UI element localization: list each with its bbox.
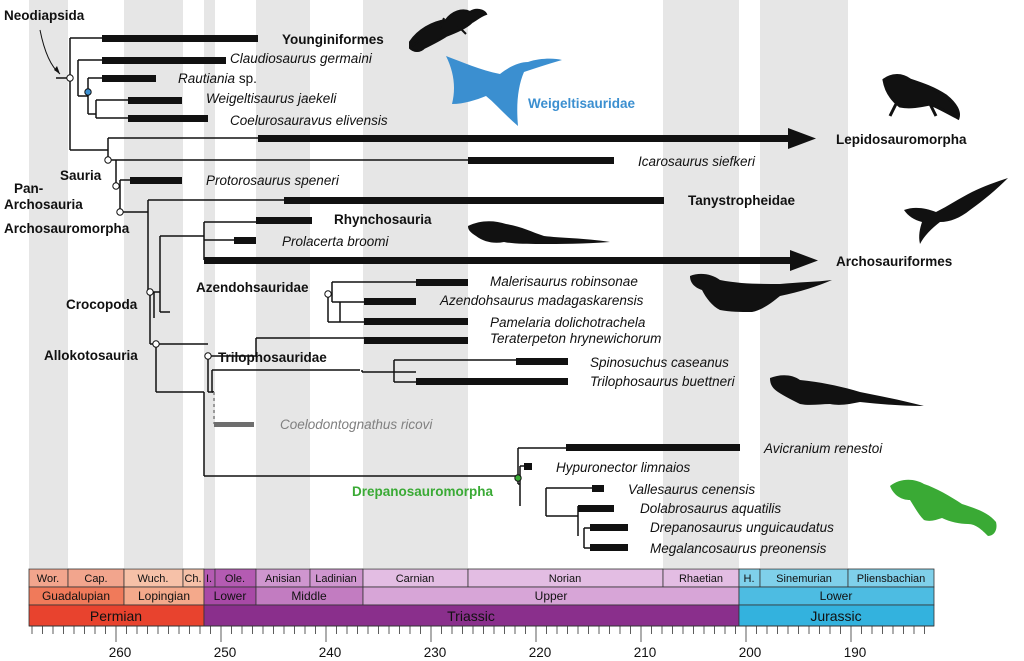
tick-240: 240: [319, 645, 342, 660]
tick-200: 200: [739, 645, 762, 660]
taxon-coelodontognathus: Coelodontognathus ricovi: [280, 417, 433, 432]
taxon-teraterpeton: Teraterpeton hrynewichorum: [490, 331, 661, 346]
trilophosauridae-label: Trilophosauridae: [218, 350, 327, 365]
epoch-lower-jurassic: Lower: [820, 589, 853, 603]
age-wordian: Wor.: [37, 573, 59, 585]
age-capitanian: Cap.: [84, 573, 107, 585]
tick-250: 250: [214, 645, 237, 660]
taxon-claudiosaurus: Claudiosaurus germaini: [230, 51, 373, 66]
epoch-upper-triassic: Upper: [535, 589, 568, 603]
tick-260: 260: [109, 645, 132, 660]
age-anisian: Anisian: [265, 573, 301, 585]
sauria-label: Sauria: [60, 168, 102, 183]
taxon-pamelaria: Pamelaria dolichotrachela: [490, 315, 646, 330]
taxon-prolacerta: Prolacerta broomi: [282, 234, 390, 249]
taxon-coelurosauravus: Coelurosauravus elivensis: [230, 113, 388, 128]
age-pliensbachian: Pliensbachian: [857, 573, 926, 585]
pan-archosauria-label-1: Pan-: [14, 181, 43, 196]
age-sinemurian: Sinemurian: [776, 573, 832, 585]
tick-190: 190: [844, 645, 867, 660]
taxon-younginiformes: Younginiformes: [282, 32, 384, 47]
taxon-vallesaurus: Vallesaurus cenensis: [628, 482, 755, 497]
clade-labels: Neodiapsida Weigeltisauridae Sauria Pan-…: [4, 8, 636, 499]
age-norian: Norian: [549, 573, 581, 585]
weigeltisauridae-label: Weigeltisauridae: [528, 96, 636, 111]
taxon-archosauriformes: Archosauriformes: [836, 254, 952, 269]
timescale-labels: Wor. Cap. Wuch. Ch. I. Ole. Anisian Ladi…: [37, 573, 925, 624]
taxon-drepanosaurus: Drepanosaurus unguicaudatus: [650, 520, 834, 535]
taxon-tanystropheidae: Tanystropheidae: [688, 193, 796, 208]
taxon-weigeltisaurus: Weigeltisaurus jaekeli: [206, 91, 337, 106]
age-changhsingian: Ch.: [184, 573, 201, 585]
allokotosauria-label: Allokotosauria: [44, 348, 138, 363]
azendohsauridae-label: Azendohsauridae: [196, 280, 309, 295]
epoch-middle-triassic: Middle: [291, 589, 327, 603]
taxon-lepidosauromorpha: Lepidosauromorpha: [836, 132, 967, 147]
neodiapsida-label: Neodiapsida: [4, 8, 85, 23]
taxon-spinosuchus: Spinosuchus caseanus: [590, 355, 729, 370]
taxon-dolabrosaurus: Dolabrosaurus aquatilis: [640, 501, 781, 516]
drepanosaur-silhouette: [890, 479, 997, 536]
period-jurassic: Jurassic: [810, 608, 861, 624]
taxon-protorosaurus: Protorosaurus speneri: [206, 173, 340, 188]
period-triassic: Triassic: [447, 608, 495, 624]
geologic-timescale: [28, 568, 935, 627]
silhouettes: [409, 8, 1008, 536]
trilophosaur-silhouette: [770, 375, 924, 406]
weigeltisaur-silhouette: [446, 56, 562, 126]
epoch-lopingian: Lopingian: [138, 589, 190, 603]
epoch-lower-triassic: Lower: [214, 589, 247, 603]
age-hettangian: H.: [744, 573, 755, 585]
drepanosauromorpha-label: Drepanosauromorpha: [352, 484, 494, 499]
taxon-trilophosaurus: Trilophosaurus buettneri: [590, 374, 736, 389]
taxon-hypuronector: Hypuronector limnaios: [556, 460, 691, 475]
age-carnian: Carnian: [396, 573, 435, 585]
continuing-lineage-arrows: [204, 128, 818, 271]
pan-archosauria-label-2: Archosauria: [4, 197, 83, 212]
azendohsaur-silhouette: [690, 273, 832, 312]
taxon-avicranium: Avicranium renestoi: [763, 441, 883, 456]
archosauromorpha-label: Archosauromorpha: [4, 221, 130, 236]
archosauriform-silhouette: [904, 178, 1008, 244]
period-permian: Permian: [90, 608, 142, 624]
tick-230: 230: [424, 645, 447, 660]
age-rhaetian: Rhaetian: [679, 573, 723, 585]
epoch-guadalupian: Guadalupian: [42, 589, 110, 603]
tick-210: 210: [634, 645, 657, 660]
rhynchosaur-silhouette: [468, 221, 610, 244]
taxon-megalancosaurus: Megalancosaurus preonensis: [650, 541, 827, 556]
node-circles: [66, 74, 522, 482]
taxon-azendohsaurus: Azendohsaurus madagaskarensis: [439, 293, 644, 308]
taxon-rautiania: Rautiania sp.: [178, 71, 257, 86]
age-wuchiapingian: Wuch.: [138, 573, 169, 585]
taxon-rhynchosauria: Rhynchosauria: [334, 212, 432, 227]
taxon-labels: Younginiformes Claudiosaurus germaini Ra…: [178, 32, 967, 556]
range-bars: [102, 35, 740, 551]
younginiform-silhouette: [409, 8, 488, 52]
taxon-malerisaurus: Malerisaurus robinsonae: [490, 274, 638, 289]
coelodontognathus-range-bar: [214, 422, 254, 427]
age-induan: I.: [206, 573, 212, 585]
time-axis: 260 250 240 230 220 210 200 190: [29, 625, 934, 660]
lepidosaur-silhouette: [882, 74, 960, 121]
age-ladinian: Ladinian: [315, 573, 357, 585]
crocopoda-label: Crocopoda: [66, 297, 138, 312]
tick-220: 220: [529, 645, 552, 660]
taxon-icarosaurus: Icarosaurus siefkeri: [638, 154, 756, 169]
age-olenekian: Ole.: [225, 573, 245, 585]
